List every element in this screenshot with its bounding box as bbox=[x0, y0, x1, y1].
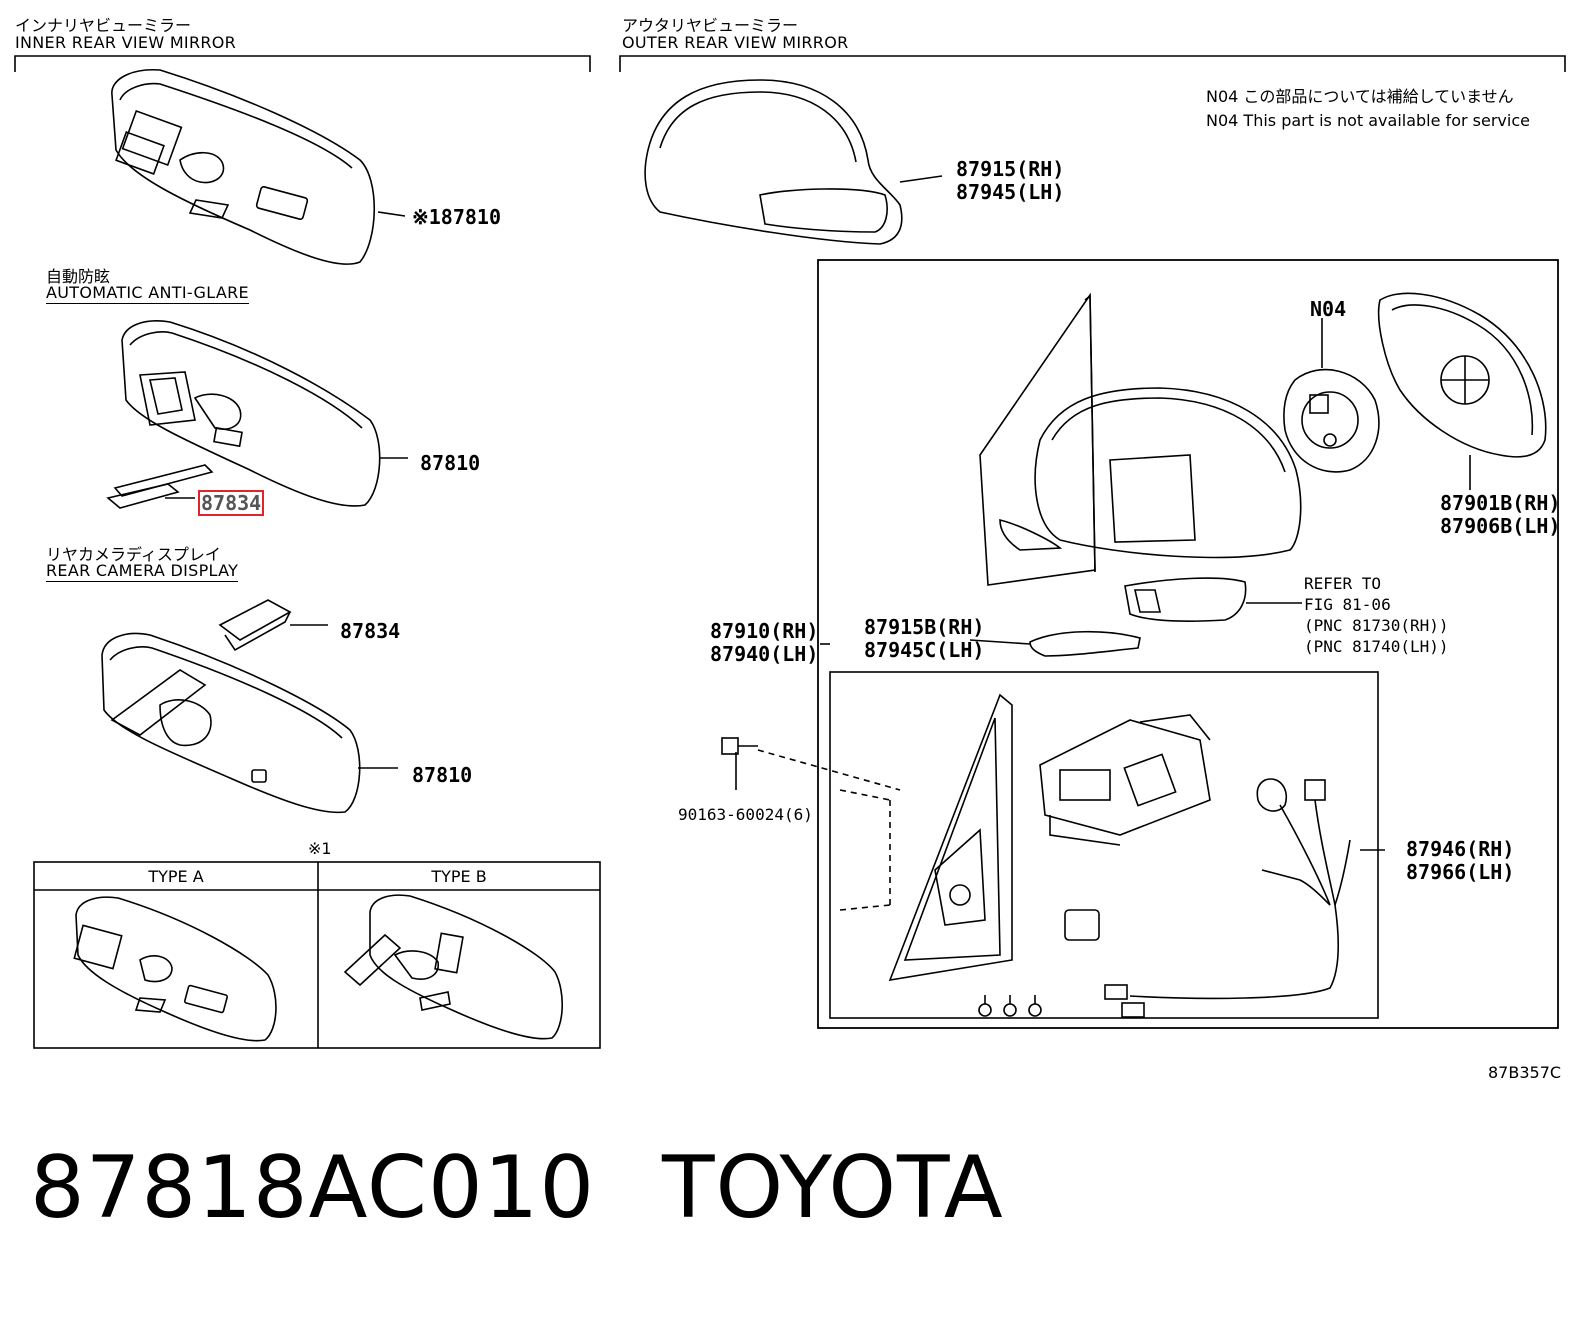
refer-line-2[interactable]: FIG 81-06 bbox=[1304, 595, 1391, 614]
part-label-87906b[interactable]: 87906B(LH) bbox=[1440, 514, 1561, 538]
part-label-87810-antiglare[interactable]: 87810 bbox=[420, 451, 481, 475]
actuator-illustration bbox=[1039, 714, 1211, 846]
footer-brand: TOYOTA bbox=[662, 1138, 1004, 1238]
assembly-frame bbox=[817, 259, 1559, 1029]
n04-motor-illustration bbox=[1283, 318, 1380, 473]
part-label-87915b[interactable]: 87915B(RH) bbox=[864, 615, 985, 639]
part-label-87940[interactable]: 87940(LH) bbox=[710, 642, 819, 666]
refer-line-4: (PNC 81740(LH)) bbox=[1304, 637, 1449, 656]
type-table bbox=[33, 861, 601, 1049]
part-label-87966[interactable]: 87966(LH) bbox=[1406, 860, 1515, 884]
actuator-frame bbox=[829, 671, 1379, 1019]
outer-title-en: OUTER REAR VIEW MIRROR bbox=[622, 33, 849, 52]
camera-title-ja: リヤカメラディスプレイ bbox=[46, 545, 221, 564]
type-a-header: TYPE A bbox=[148, 867, 204, 886]
part-label-87915[interactable]: 87915(RH) bbox=[956, 157, 1065, 181]
refer-line-1: REFER TO bbox=[1304, 574, 1382, 593]
turn-signal-illustration bbox=[1124, 577, 1302, 622]
part-label-87910[interactable]: 87910(RH) bbox=[710, 619, 819, 643]
inner-title-ja: インナリヤビューミラー bbox=[15, 16, 192, 35]
mirror-glass-illustration bbox=[1377, 292, 1547, 490]
part-label-87810-camera[interactable]: 87810 bbox=[412, 763, 473, 787]
small-cover-illustration bbox=[820, 630, 1141, 657]
outer-bracket bbox=[619, 55, 1566, 72]
part-label-87946[interactable]: 87946(RH) bbox=[1406, 837, 1515, 861]
asterisk-note: ※1 bbox=[308, 839, 332, 858]
camera-title-en: REAR CAMERA DISPLAY bbox=[46, 561, 239, 582]
part-label-n04[interactable]: N04 bbox=[1310, 297, 1347, 321]
outer-title-ja: アウタリヤビューミラー bbox=[622, 16, 799, 35]
part-label-87834-highlighted[interactable]: 87834 bbox=[198, 490, 265, 516]
part-label-90163[interactable]: 90163-60024(6) bbox=[678, 805, 813, 824]
outer-cover-illustration bbox=[644, 79, 943, 245]
part-label-87945[interactable]: 87945(LH) bbox=[956, 180, 1065, 204]
inner-title-en: INNER REAR VIEW MIRROR bbox=[15, 33, 237, 52]
part-label-87901b[interactable]: 87901B(RH) bbox=[1440, 491, 1561, 515]
figure-code: 87B357C bbox=[1488, 1063, 1562, 1082]
n04-note-en: N04 This part is not available for servi… bbox=[1206, 111, 1530, 130]
inner-mirror-illustration bbox=[111, 69, 406, 265]
type-b-header: TYPE B bbox=[431, 867, 487, 886]
part-label-87834[interactable]: 87834 bbox=[340, 619, 401, 643]
part-label-87945c[interactable]: 87945C(LH) bbox=[864, 638, 985, 662]
footer-part-number: 87818AC010 bbox=[30, 1138, 596, 1238]
n04-note-ja: N04 この部品については補給していません bbox=[1206, 87, 1514, 106]
antiglare-title-en: AUTOMATIC ANTI-GLARE bbox=[46, 283, 249, 304]
refer-line-3: (PNC 81730(RH)) bbox=[1304, 616, 1449, 635]
mirror-housing-illustration bbox=[979, 292, 1302, 586]
part-label-87810-asterisk[interactable]: ※187810 bbox=[412, 205, 502, 229]
screw-illustration bbox=[721, 737, 901, 791]
antiglare-title-ja: 自動防眩 bbox=[46, 267, 111, 286]
inner-bracket bbox=[14, 55, 591, 72]
camera-mirror-illustration bbox=[101, 599, 398, 814]
antiglare-mirror-illustration bbox=[106, 320, 408, 509]
small-parts-illustration bbox=[978, 909, 1100, 1017]
wire-harness-illustration bbox=[1104, 778, 1385, 1018]
mirror-base-illustration bbox=[839, 693, 1013, 982]
